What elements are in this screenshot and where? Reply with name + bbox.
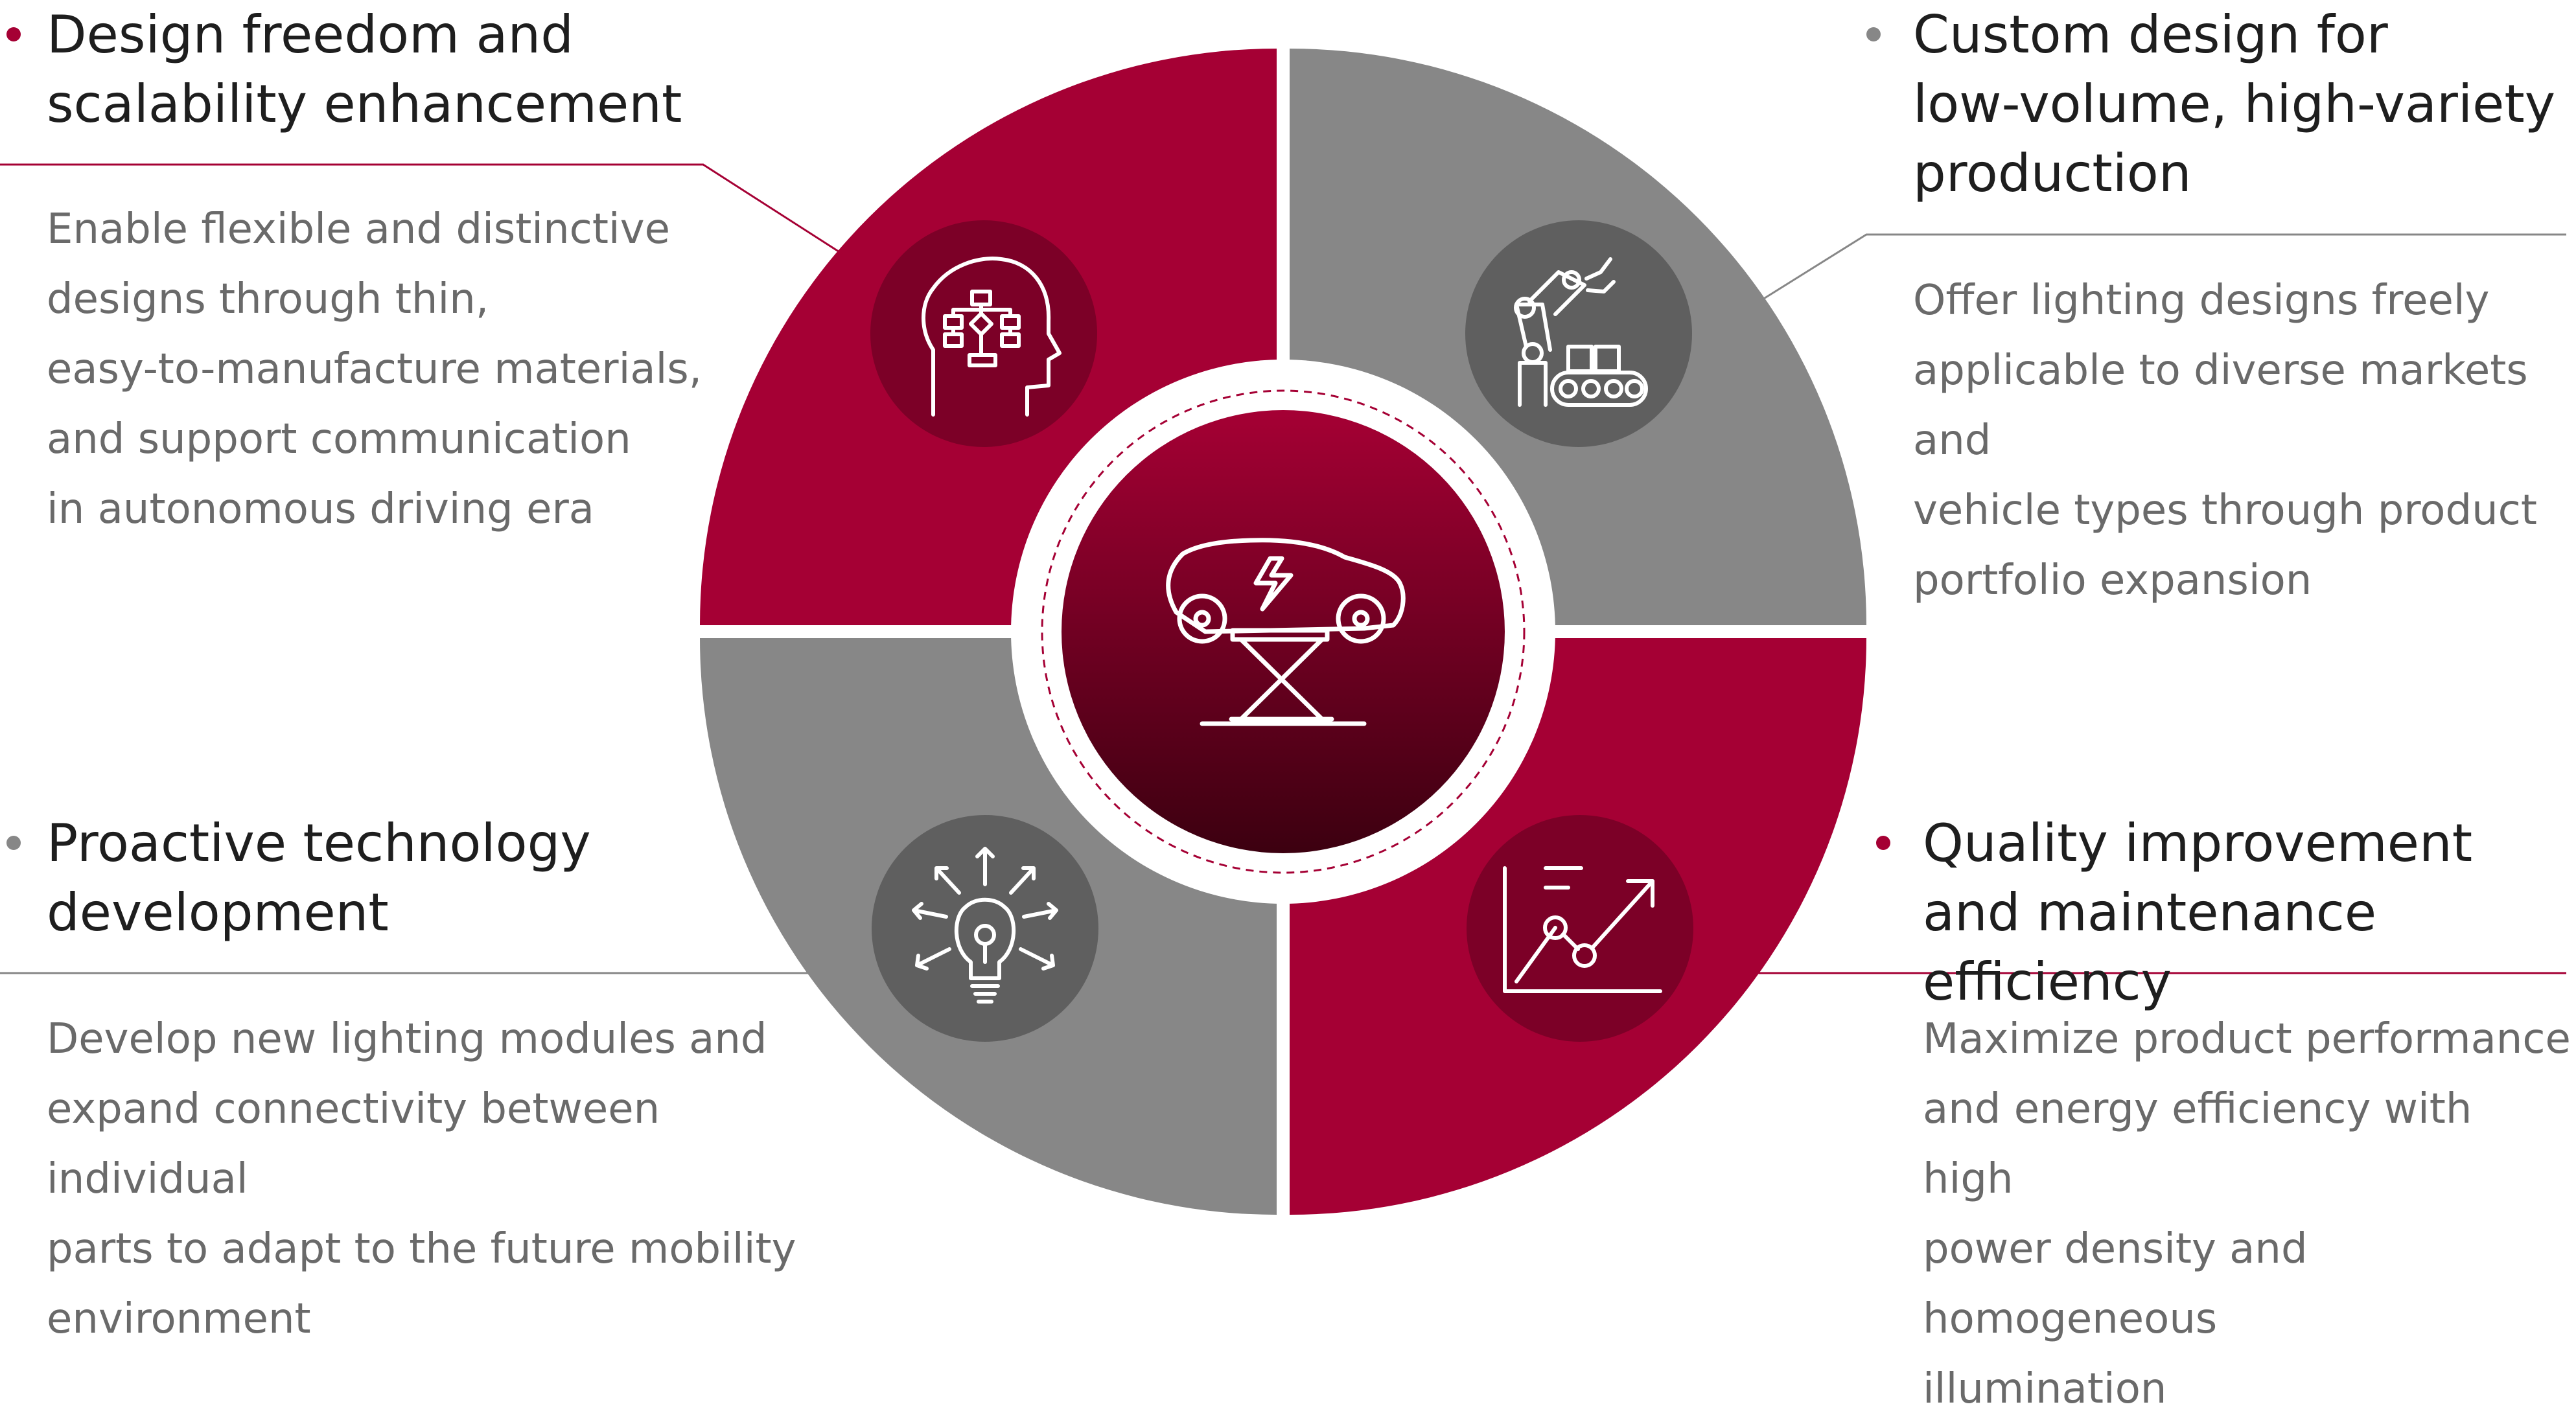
item-title: Proactive technology development <box>47 813 591 943</box>
item-custom-design-body: Offer lighting designs freely applicable… <box>1913 266 2561 615</box>
item-custom-design: Custom design for low-volume, high-varie… <box>1866 0 2561 208</box>
item-design-freedom: Design freedom and scalability enhanceme… <box>6 0 792 139</box>
diagram <box>0 49 2566 1215</box>
item-description: Offer lighting designs freely applicable… <box>1913 277 2537 604</box>
bulb-icon-bg <box>872 815 1098 1042</box>
item-design-freedom-body: Enable flexible and distinctive designs … <box>47 194 792 544</box>
bullet-dot <box>1876 836 1890 850</box>
leader-line-top-left <box>0 163 843 255</box>
item-quality-improvement-body: Maximize product performance and energy … <box>1923 1004 2571 1424</box>
robot-icon-bg <box>1465 220 1692 447</box>
item-description: Maximize product performance and energy … <box>1923 1015 2571 1413</box>
item-quality-improvement: Quality improvement and maintenance effi… <box>1876 809 2571 1016</box>
head-flowchart-icon <box>922 257 1062 417</box>
bullet-dot <box>6 27 21 41</box>
item-description: Develop new lighting modules and expand … <box>47 1015 796 1343</box>
lightbulb-arrows-icon <box>912 847 1058 1004</box>
item-title: Quality improvement and maintenance effi… <box>1923 813 2473 1012</box>
robot-arm-conveyor-icon <box>1514 257 1648 407</box>
item-title: Design freedom and scalability enhanceme… <box>47 5 682 134</box>
item-title: Custom design for low-volume, high-varie… <box>1913 5 2556 203</box>
item-description: Enable flexible and distinctive designs … <box>47 205 702 533</box>
bullet-dot <box>6 836 21 850</box>
item-proactive-technology-body: Develop new lighting modules and expand … <box>47 1004 837 1354</box>
item-proactive-technology: Proactive technology development <box>6 809 837 947</box>
center-dashed-ring <box>1041 389 1526 874</box>
growth-chart-icon <box>1503 866 1662 993</box>
bullet-dot <box>1866 27 1881 41</box>
leader-line-top-right <box>1762 233 2566 301</box>
chart-icon-bg <box>1467 815 1693 1042</box>
electric-car-on-lift-icon <box>1166 538 1406 726</box>
